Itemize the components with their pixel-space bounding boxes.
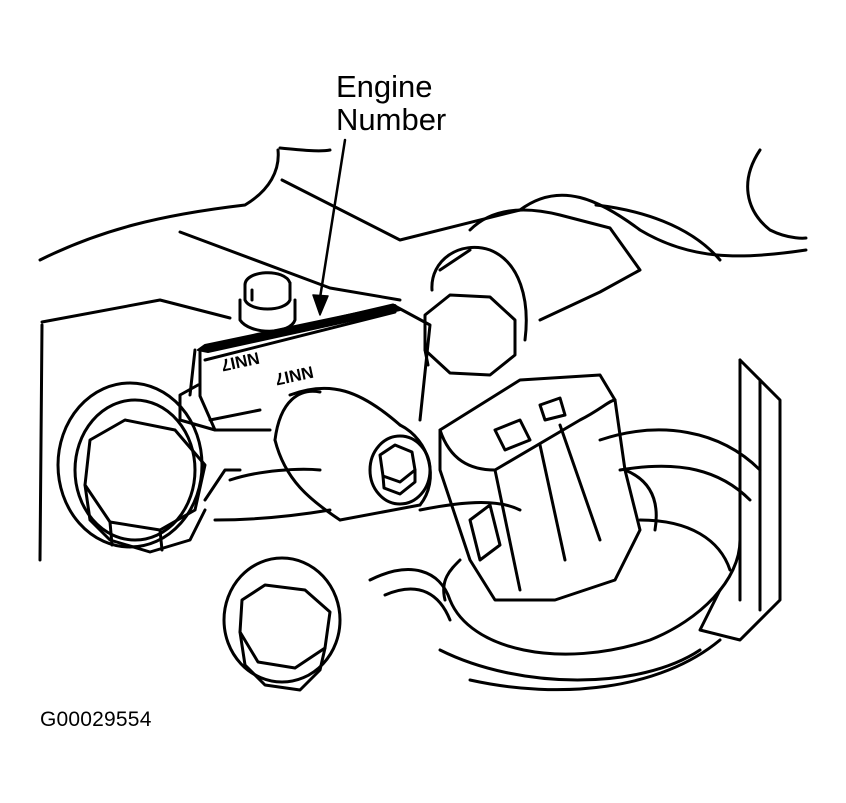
engine-number-callout: Engine Number <box>336 70 446 136</box>
sensor-bolt <box>378 443 417 496</box>
sensor-bracket <box>178 303 432 522</box>
arm-hex-bolt <box>423 245 528 377</box>
left-flange-bolt <box>56 381 207 554</box>
pulley-flange <box>368 358 782 692</box>
engine-number-stamp: NNI7 NNI7 <box>219 348 315 389</box>
engine-block-outline <box>38 146 808 562</box>
callout-leader-line <box>318 138 347 300</box>
lower-flange-bolt <box>222 556 342 692</box>
sensor-cylinder <box>273 386 432 522</box>
engine-number-stamp-pad <box>197 304 401 353</box>
sensor-connector <box>438 373 658 602</box>
callout-arrowhead <box>312 294 329 316</box>
stamp-text-line-1: NNI7 <box>219 348 261 375</box>
top-small-bolt <box>238 271 297 333</box>
callout-line-2: Number <box>336 102 447 137</box>
figure-id: G00029554 <box>40 708 152 731</box>
stamp-text-line-2: NNI7 <box>273 362 315 389</box>
callout-line-1: Engine <box>336 69 433 104</box>
